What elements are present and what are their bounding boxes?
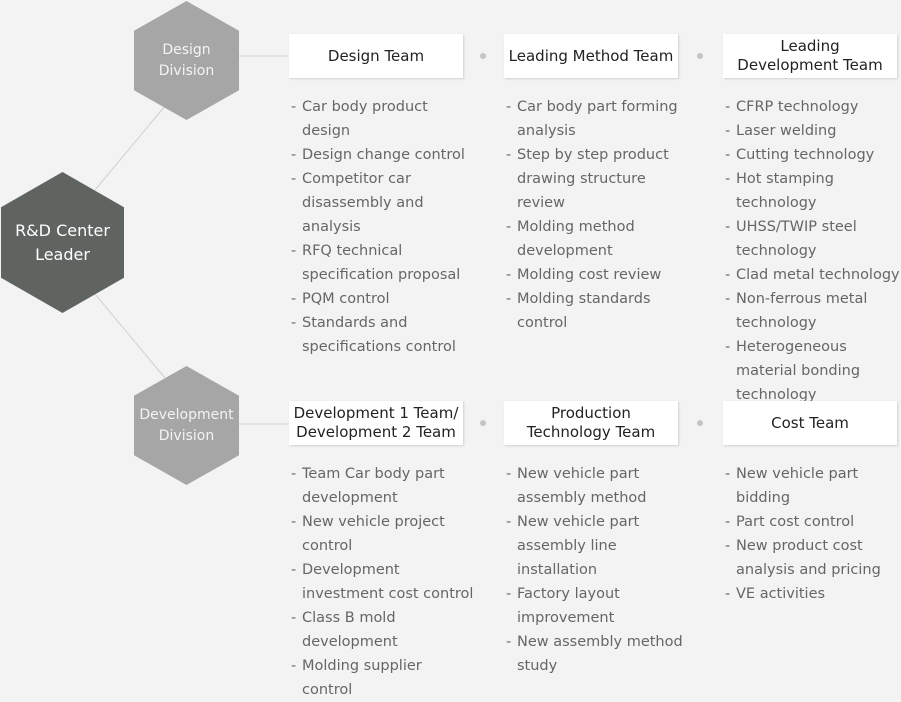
list-item: RFQ technical specification proposal xyxy=(290,239,476,287)
team-responsibilities-list: CFRP technologyLaser weldingCutting tech… xyxy=(724,95,901,407)
list-item: PQM control xyxy=(290,287,476,311)
list-item: New vehicle part bidding xyxy=(724,462,901,510)
team-title: Leading Method Team xyxy=(508,46,674,65)
list-item: Heterogeneous material bonding technolog… xyxy=(724,335,901,407)
list-item: Standards and specifications control xyxy=(290,311,476,359)
list-item: Molding method development xyxy=(505,215,691,263)
division-label: Division xyxy=(158,62,215,79)
list-item: New vehicle part assembly method xyxy=(505,462,691,510)
list-item: New vehicle part assembly line installat… xyxy=(505,510,691,582)
team-title: Technology Team xyxy=(526,423,656,441)
list-item: Class B mold development xyxy=(290,606,476,654)
team-responsibilities-list: Car body product designDesign change con… xyxy=(290,95,476,359)
list-item: Design change control xyxy=(290,143,476,167)
division-label: Design xyxy=(162,41,211,58)
separator-dot xyxy=(697,420,703,426)
team-title: Design Team xyxy=(327,46,425,65)
team-title: Development 2 Team xyxy=(296,423,456,441)
team-title: Leading xyxy=(780,37,840,55)
separator-dot xyxy=(480,53,486,59)
separator-dot xyxy=(480,420,486,426)
leader-label-line2: Leader xyxy=(35,244,90,264)
team-responsibilities-list: New vehicle part biddingPart cost contro… xyxy=(724,462,901,606)
list-item: Laser welding xyxy=(724,119,901,143)
list-item: Competitor car disassembly and analysis xyxy=(290,167,476,239)
list-item: Step by step product drawing structure r… xyxy=(505,143,691,215)
list-item: Car body part forming analysis xyxy=(505,95,691,143)
team-box: Design Team xyxy=(289,34,463,78)
team-title: Development Team xyxy=(737,56,883,74)
list-item: Clad metal technology xyxy=(724,263,901,287)
list-item: Car body product design xyxy=(290,95,476,143)
list-item: Molding supplier control xyxy=(290,654,476,702)
list-item: CFRP technology xyxy=(724,95,901,119)
list-item: Factory layout improvement xyxy=(505,582,691,630)
team-box: Development 1 Team/Development 2 Team xyxy=(289,401,463,445)
division-label: Division xyxy=(158,427,215,444)
team-title: Cost Team xyxy=(771,413,849,432)
team-responsibilities-list: New vehicle part assembly methodNew vehi… xyxy=(505,462,691,678)
list-item: New vehicle project control xyxy=(290,510,476,558)
separator-dot xyxy=(697,53,703,59)
division-label: Development xyxy=(139,406,234,423)
list-item: Team Car body part development xyxy=(290,462,476,510)
team-title: Production xyxy=(551,404,631,422)
team-responsibilities-list: Team Car body part developmentNew vehicl… xyxy=(290,462,476,702)
list-item: UHSS/TWIP steel technology xyxy=(724,215,901,263)
list-item: Development investment cost control xyxy=(290,558,476,606)
leader-label-line1: R&D Center xyxy=(15,220,110,240)
team-box: Cost Team xyxy=(723,401,897,445)
list-item: Non-ferrous metal technology xyxy=(724,287,901,335)
team-title: Development 1 Team/ xyxy=(293,404,459,422)
list-item: Molding cost review xyxy=(505,263,691,287)
list-item: New assembly method study xyxy=(505,630,691,678)
list-item: Part cost control xyxy=(724,510,901,534)
team-box: Leading Method Team xyxy=(504,34,678,78)
list-item: New product cost analysis and pricing xyxy=(724,534,901,582)
list-item: Cutting technology xyxy=(724,143,901,167)
list-item: VE activities xyxy=(724,582,901,606)
list-item: Molding standards control xyxy=(505,287,691,335)
list-item: Hot stamping technology xyxy=(724,167,901,215)
team-responsibilities-list: Car body part forming analysisStep by st… xyxy=(505,95,691,335)
